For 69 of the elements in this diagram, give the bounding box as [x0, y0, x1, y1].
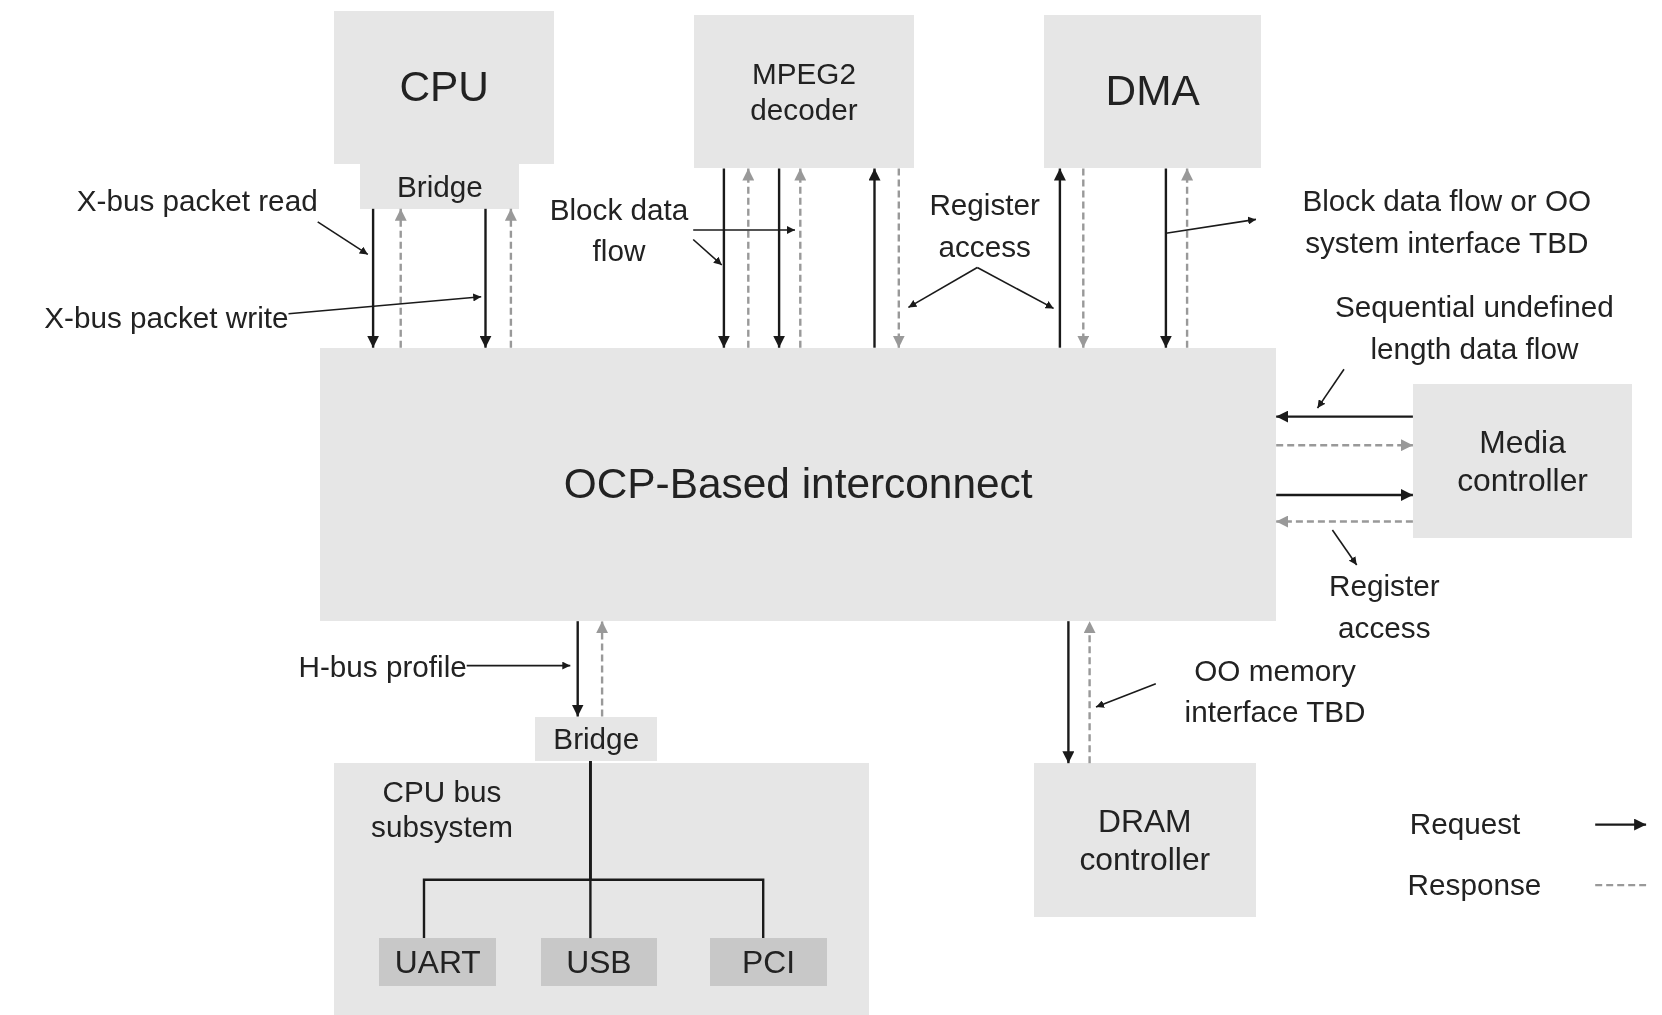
block-box [1412, 383, 1633, 539]
arrow [717, 168, 730, 348]
leader-arrow [1165, 216, 1257, 234]
annotation-text: Register access [1304, 565, 1464, 649]
arrow [1053, 168, 1066, 348]
block-box [333, 763, 870, 1015]
block-box [360, 164, 520, 209]
leader-arrow [907, 266, 979, 309]
leader-arrow [287, 293, 482, 315]
leader-arrow [316, 221, 369, 256]
arrow [1276, 410, 1413, 423]
annotation-text: Register access [907, 184, 1062, 268]
block-box [535, 716, 658, 761]
block-box [694, 14, 914, 169]
block-box [1033, 763, 1257, 917]
leader-arrow [976, 266, 1055, 310]
arrow [1062, 621, 1075, 764]
block-label: MPEG2 decoder [749, 56, 859, 128]
annotation-text: Sequential undefined length data flow [1304, 286, 1644, 370]
leader-arrow [1095, 682, 1157, 708]
group-title: CPU bus subsystem [370, 773, 514, 846]
arrow [571, 621, 584, 717]
port-box [379, 938, 497, 986]
connector-line [589, 761, 765, 939]
block-box [1044, 14, 1262, 169]
annotation-text: H-bus profile [298, 645, 467, 688]
dashed-arrow [1077, 168, 1090, 348]
dashed-arrow [742, 168, 755, 348]
legend-label: Response [1407, 866, 1542, 903]
dashed-arrow [596, 621, 609, 717]
port-box [540, 938, 658, 986]
legend-label: Request [1409, 806, 1521, 843]
arrow [1276, 489, 1413, 501]
leader-arrow [1331, 529, 1358, 566]
block-label: CPU [399, 62, 489, 112]
arrow [868, 168, 881, 348]
leader-arrow [692, 238, 723, 266]
block-label: UART [394, 942, 481, 981]
arrow [479, 208, 492, 348]
block-label: DMA [1105, 66, 1200, 117]
dashed-arrow [394, 208, 407, 348]
leader-arrow [465, 661, 572, 670]
leader-arrow [692, 226, 796, 234]
block-label: Media controller [1456, 422, 1589, 500]
block-label: USB [566, 942, 632, 981]
dashed-arrow [1083, 621, 1096, 764]
block-box [333, 10, 555, 165]
annotation-text: OO memory interface TBD [1155, 649, 1395, 733]
dashed-arrow [1276, 439, 1413, 452]
dashed-arrow [504, 208, 517, 348]
arrow [1159, 168, 1172, 348]
annotation-text: Block data flow [544, 188, 694, 272]
annotation-text: X-bus packet read [76, 180, 318, 222]
block-label: OCP-Based interconnect [563, 459, 1033, 509]
annotation-text: Block data flow or OO system interface TBD [1256, 180, 1638, 264]
dashed-arrow [794, 168, 807, 348]
block-label: PCI [741, 942, 795, 981]
port-box [710, 938, 827, 986]
arrow [773, 168, 786, 348]
dashed-arrow [892, 168, 905, 348]
arrow [367, 208, 380, 348]
dashed-arrow [1181, 168, 1194, 348]
block-label: DRAM controller [1078, 801, 1212, 879]
dashed-arrow [1276, 515, 1413, 528]
block-box [320, 347, 1277, 622]
annotation-text: X-bus packet write [44, 296, 289, 339]
block-label: Bridge [553, 720, 640, 757]
block-label: Bridge [396, 168, 483, 205]
leader-arrow [1316, 368, 1345, 409]
